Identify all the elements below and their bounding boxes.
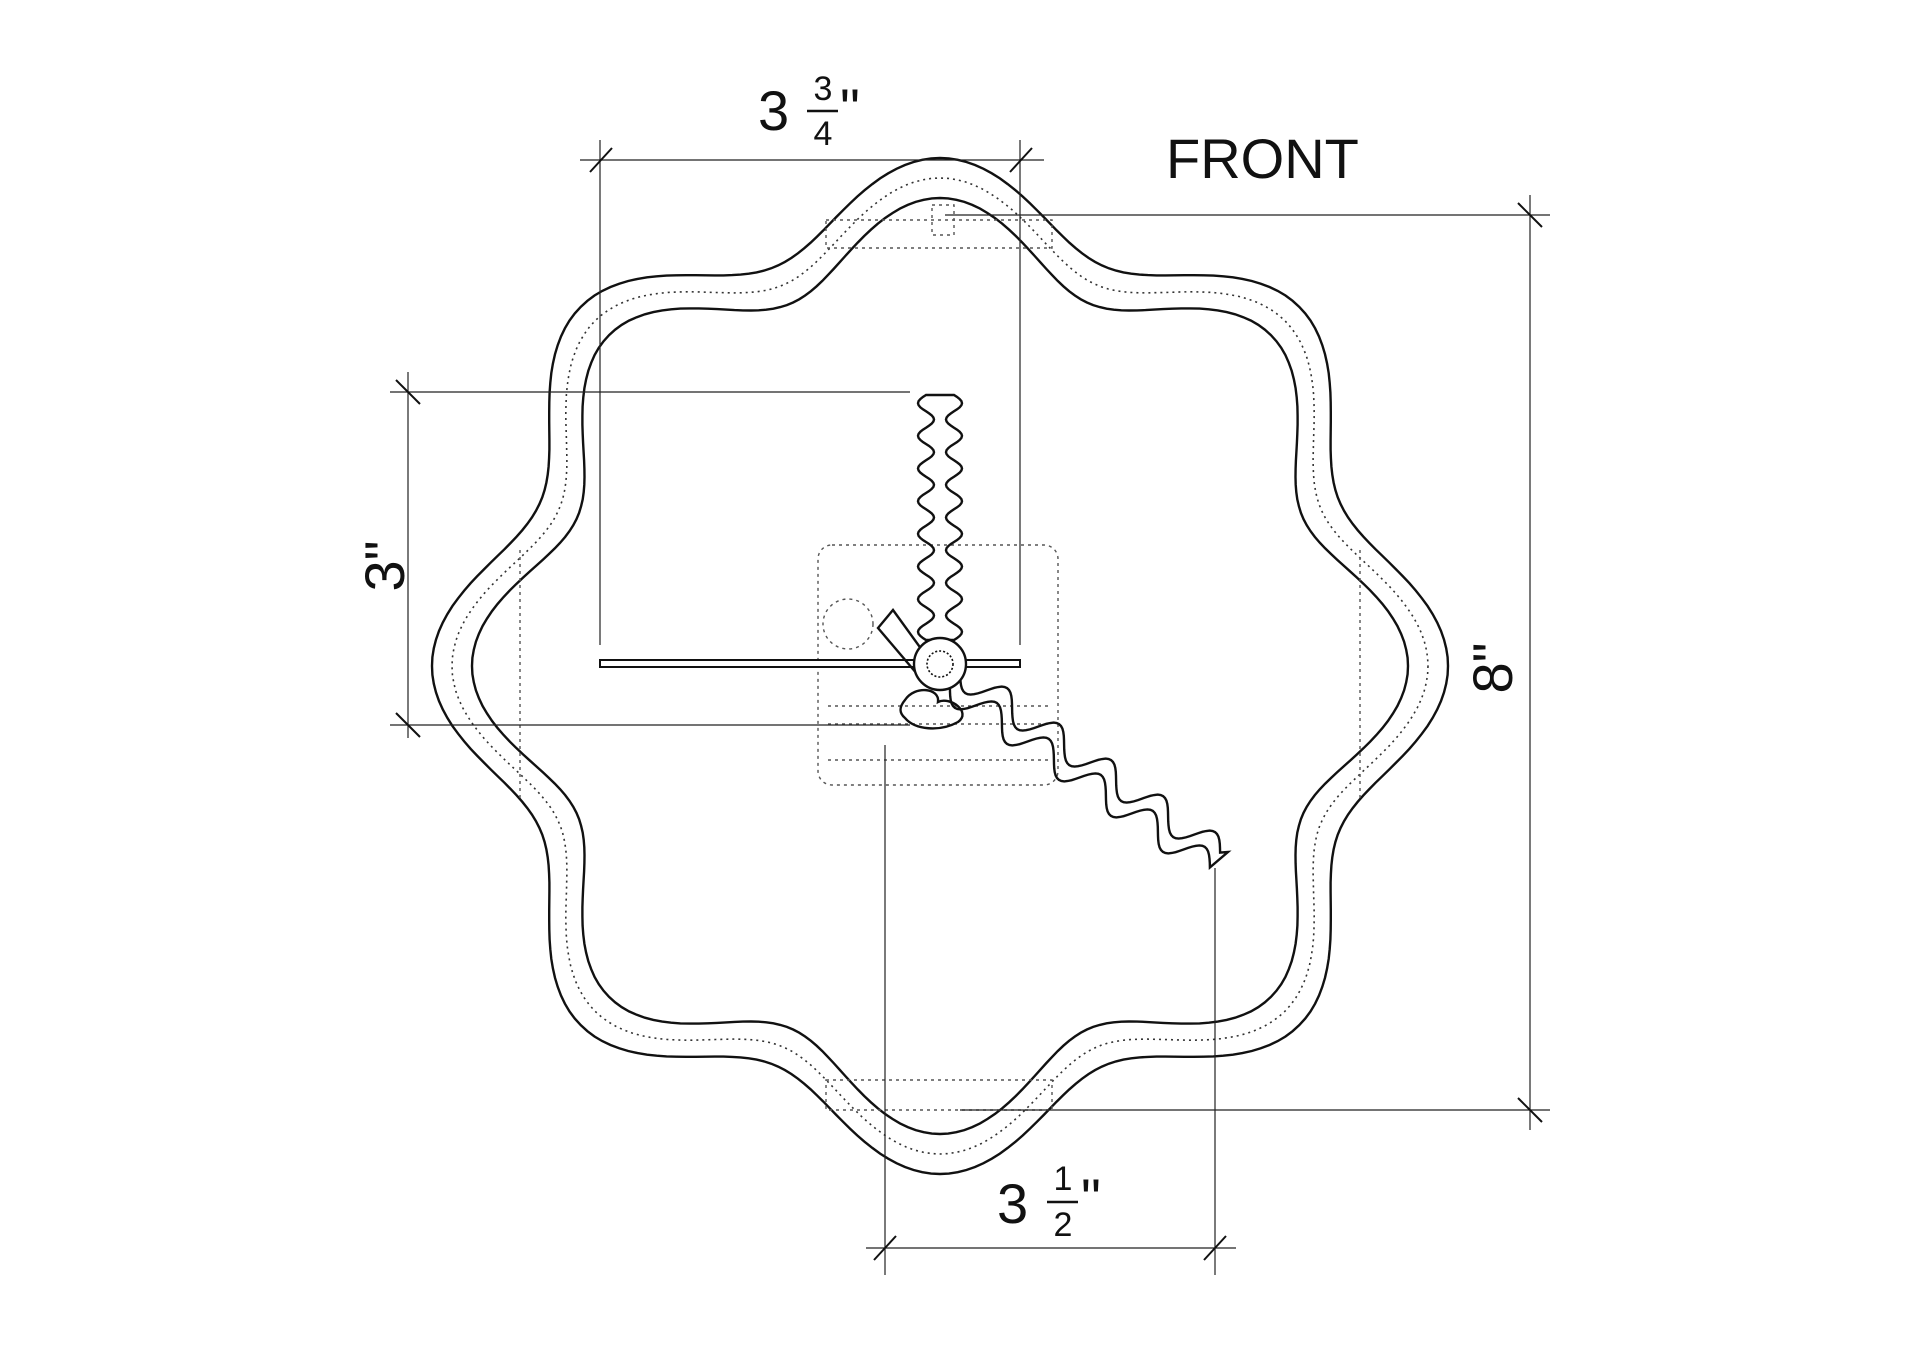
dim-right-label: 8" [1461,642,1524,693]
hidden-mount-slots [519,204,1361,1111]
view-title: FRONT [1166,127,1359,190]
dim-top-denominator: 4 [814,115,833,153]
hand-counterweight [899,688,964,730]
dimension-bottom-width: 3 1 2 " [866,745,1236,1275]
dim-bottom-unit: " [1081,1167,1101,1230]
second-hand [599,659,1021,668]
hour-hand [948,668,1232,870]
hand-hub-inner [926,650,954,678]
clock-hands [599,393,1232,870]
dim-bottom-whole: 3 [997,1172,1028,1235]
dim-top-whole: 3 [758,79,789,142]
clock-body [430,156,1450,1176]
dim-bottom-numerator: 1 [1054,1160,1073,1198]
dimension-right-height: 8" [945,195,1550,1130]
minute-hand [916,393,964,642]
dimension-top-width: 3 3 4 " [580,70,1044,645]
clock-dotted-bevel [451,177,1429,1155]
dim-top-unit: " [840,77,860,140]
dim-left-label: 3" [353,540,416,591]
dim-top-numerator: 3 [814,70,833,108]
clock-inner-outline [470,196,1410,1136]
dim-bottom-denominator: 2 [1054,1206,1073,1244]
clock-outer-outline [430,156,1450,1176]
dimension-left-height: 3" [353,372,910,738]
